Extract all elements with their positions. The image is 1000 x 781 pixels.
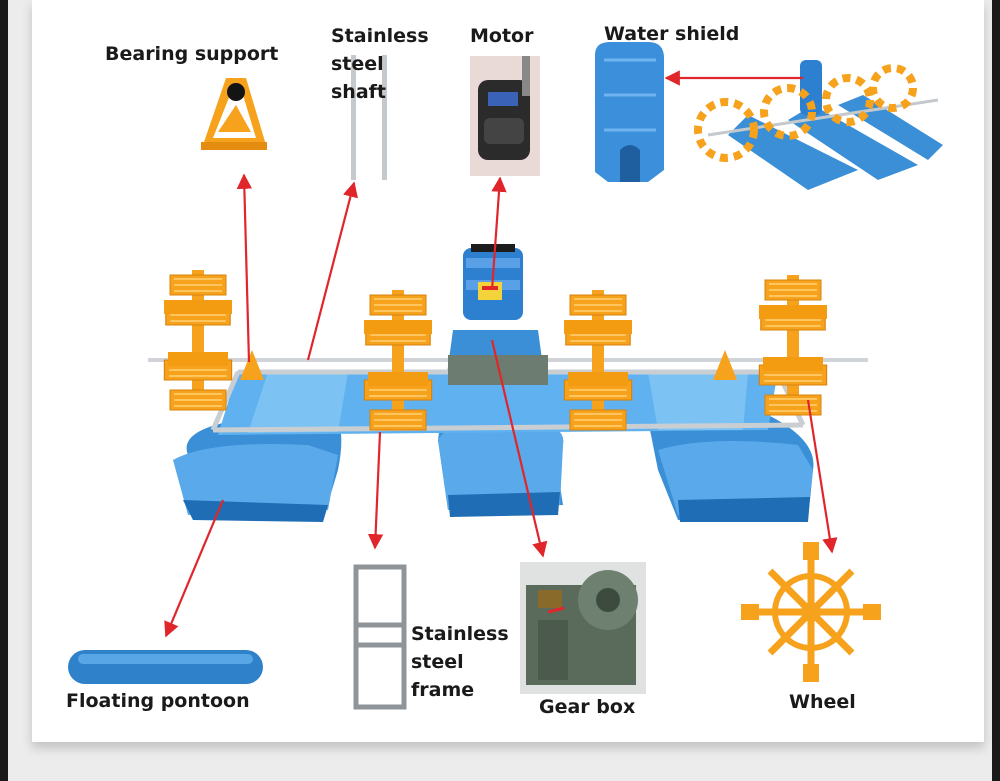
label-wheel: Wheel [789,691,856,713]
pontoon-left [173,410,342,522]
pontoon-right [648,415,814,522]
arrow-frame [367,431,384,550]
arrow-shaft [306,181,358,361]
label-stainless-steel-shaft: Stainless steel shaft [331,25,429,103]
arrow-gearbox [490,339,548,558]
arrow-pontoon [164,499,225,638]
gear-box-icon [520,562,646,694]
label-water-shield: Water shield [604,23,740,45]
label-bearing-support: Bearing support [105,43,279,65]
aerator-diagram [68,42,943,710]
floating-pontoon-icon [68,650,263,684]
paddlewheel-1 [164,270,232,410]
arrow-bearing-support [236,173,253,363]
aerator-thumbnail [694,60,943,190]
arrow-wheel [806,399,838,554]
label-floating-pontoon: Floating pontoon [66,690,250,712]
arrow-motor [490,176,507,291]
pointer-arrows [164,70,838,638]
water-shield-icon [595,42,664,182]
motor-icon [470,56,540,176]
label-motor: Motor [470,25,534,47]
main-aerator [148,244,868,522]
stainless-steel-frame-icon [353,564,407,710]
label-gear-box: Gear box [539,696,636,718]
wheel-icon [741,542,881,682]
bearing-support-icon [201,78,267,150]
stainless-steel-shaft-icon [351,55,387,180]
label-stainless-steel-frame: Stainless steel frame [411,623,509,701]
